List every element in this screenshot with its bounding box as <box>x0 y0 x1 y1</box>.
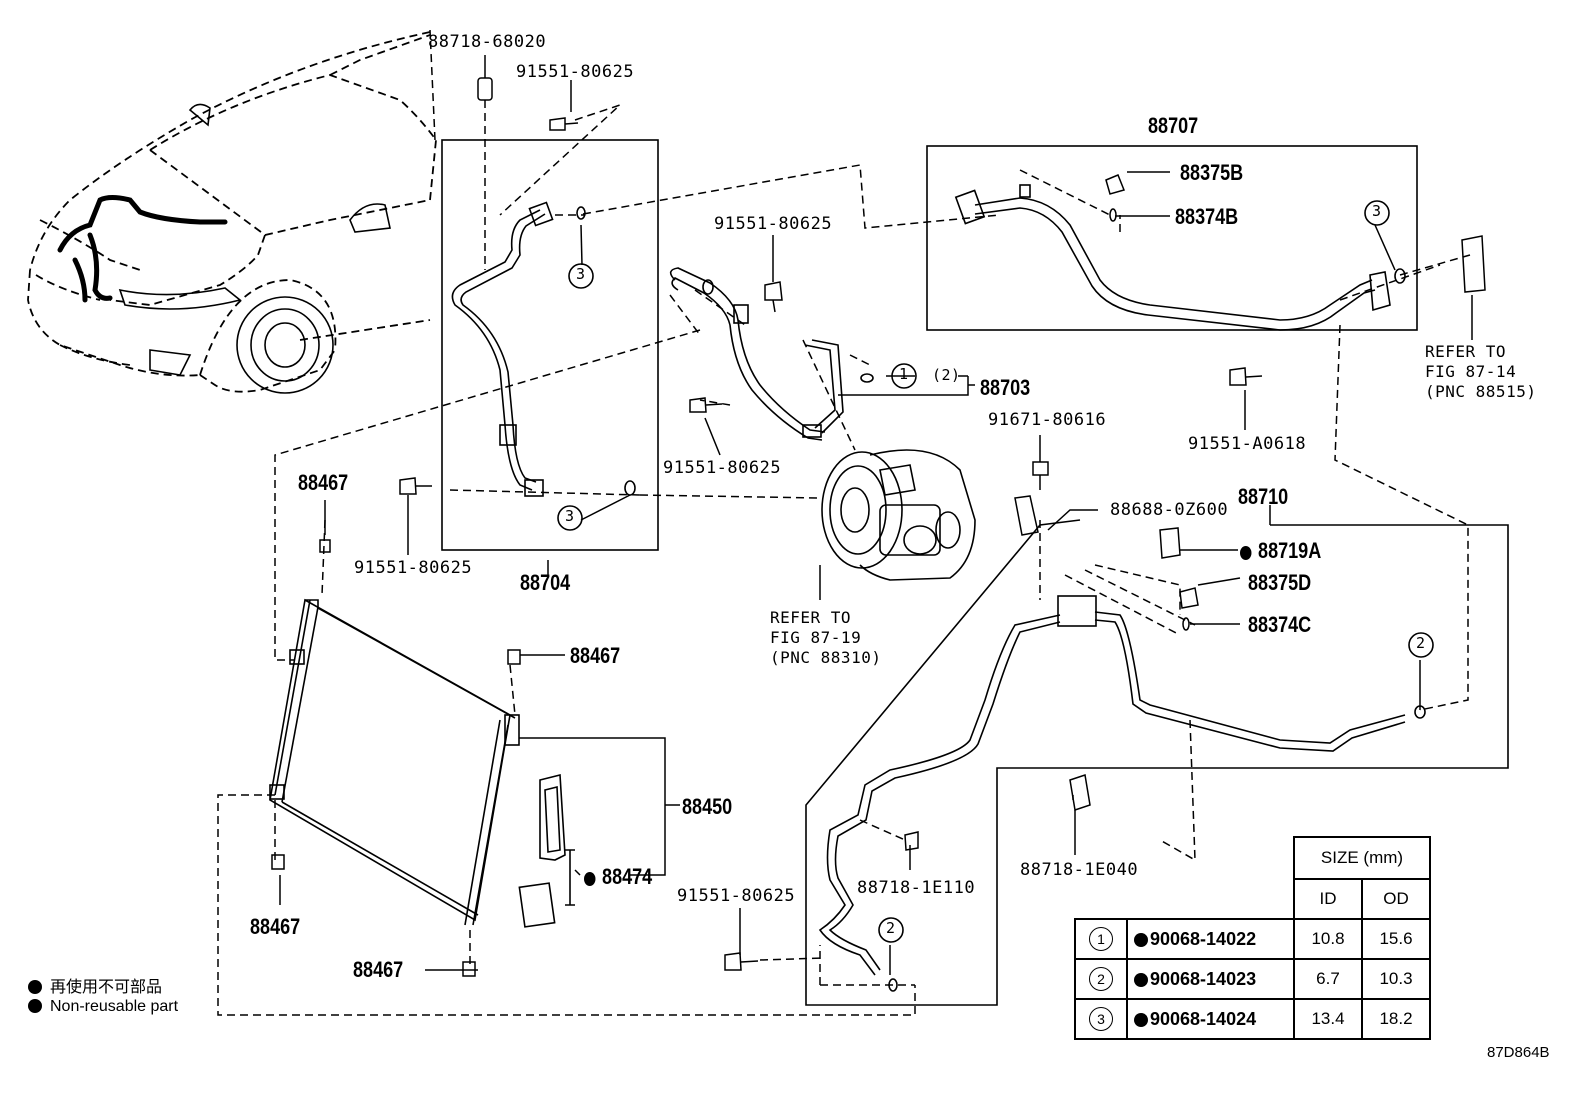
legend-ja: 再使用不可部品 <box>28 973 162 997</box>
row-part-number: 90068-14022 <box>1150 928 1257 949</box>
callout-circles <box>557 200 1434 943</box>
condenser-tank-88474 <box>518 773 575 928</box>
refer-fig-87-14-line2: FIG 87-14 <box>1425 362 1517 381</box>
pipe-88704 <box>451 201 636 497</box>
car-illustration <box>27 31 437 393</box>
label-88467-right[interactable]: 88467 <box>570 643 621 668</box>
row-part-number: 90068-14023 <box>1150 968 1257 989</box>
label-88703[interactable]: 88703 <box>980 375 1031 400</box>
non-reusable-dot <box>1240 546 1252 560</box>
row-id: 10.8 <box>1293 918 1363 960</box>
refer-fig-87-14[interactable]: REFER TO FIG 87-14 (PNC 88515) <box>1425 342 1536 402</box>
label-88375D[interactable]: 88375D <box>1248 570 1312 595</box>
car-front-details <box>118 103 391 394</box>
row-ref-circle: 2 <box>1089 967 1113 991</box>
pipe-88707 <box>954 184 1406 331</box>
solid-leaders <box>279 55 1473 975</box>
row-ref-circle: 3 <box>1089 1007 1113 1031</box>
row-ref-circle: 1 <box>1089 927 1113 951</box>
label-91551-80625-mid[interactable]: 91551-80625 <box>714 214 833 234</box>
row-part-number: 90068-14024 <box>1150 1008 1257 1029</box>
non-reusable-dot <box>1134 972 1148 987</box>
diagram-code: 87D864B <box>1487 1044 1550 1061</box>
label-91551-80625-lower[interactable]: 91551-80625 <box>663 458 782 478</box>
table-row: 2 90068-14023 6.7 10.3 <box>1074 958 1431 1000</box>
row-od: 10.3 <box>1361 958 1431 1000</box>
row-part[interactable]: 90068-14024 <box>1126 998 1295 1040</box>
non-reusable-dot <box>28 999 42 1013</box>
group-boxes <box>441 139 1509 1006</box>
assembly-leader-lines <box>217 29 1471 1016</box>
label-88710[interactable]: 88710 <box>1238 484 1289 509</box>
refer-fig-87-19-line3: (PNC 88310) <box>770 648 882 667</box>
label-91551-80625-top[interactable]: 91551-80625 <box>516 62 635 82</box>
label-91551-A0618[interactable]: 91551-A0618 <box>1188 434 1307 454</box>
label-88375B[interactable]: 88375B <box>1180 160 1244 185</box>
label-88474[interactable]: 88474 <box>584 864 652 890</box>
refer-fig-87-14-line1: REFER TO <box>1425 342 1507 361</box>
compressor <box>821 449 976 581</box>
label-88718-1E040[interactable]: 88718-1E040 <box>1020 860 1139 880</box>
callout-3-c: 3 <box>1372 202 1382 220</box>
refer-fig-87-19-line2: FIG 87-19 <box>770 628 862 647</box>
label-88450[interactable]: 88450 <box>682 794 733 819</box>
label-88374C[interactable]: 88374C <box>1248 612 1312 637</box>
row-part[interactable]: 90068-14022 <box>1126 918 1295 960</box>
hose-88703 <box>669 267 874 441</box>
callout-1: 1 <box>899 365 909 383</box>
non-reusable-dot <box>1134 1012 1148 1027</box>
fasteners <box>271 77 1486 977</box>
label-91551-80625-bottom[interactable]: 91551-80625 <box>677 886 796 906</box>
label-88707[interactable]: 88707 <box>1148 113 1199 138</box>
label-88474-text: 88474 <box>602 864 653 889</box>
car-ac-piping <box>57 195 228 303</box>
label-88467-top[interactable]: 88467 <box>298 470 349 495</box>
label-88719A[interactable]: 88719A <box>1240 538 1321 564</box>
row-ref: 2 <box>1074 958 1128 1000</box>
refer-fig-87-19-line1: REFER TO <box>770 608 852 627</box>
callout-3-a: 3 <box>576 265 586 283</box>
row-od: 15.6 <box>1361 918 1431 960</box>
non-reusable-dot <box>584 872 596 886</box>
label-88688-0Z600[interactable]: 88688-0Z600 <box>1110 500 1229 520</box>
legend-en: Non-reusable part <box>28 998 178 1016</box>
col-id-header: ID <box>1293 878 1363 920</box>
non-reusable-dot <box>1134 932 1148 947</box>
label-88374B[interactable]: 88374B <box>1175 204 1239 229</box>
label-88718-68020[interactable]: 88718-68020 <box>428 32 547 52</box>
row-part[interactable]: 90068-14023 <box>1126 958 1295 1000</box>
pipe-88710 <box>818 595 1426 992</box>
row-id: 13.4 <box>1293 998 1363 1040</box>
label-88467-left[interactable]: 88467 <box>250 914 301 939</box>
table-row: 3 90068-14024 13.4 18.2 <box>1074 998 1431 1040</box>
col-od-header: OD <box>1361 878 1431 920</box>
size-header: SIZE (mm) <box>1293 836 1431 880</box>
refer-fig-87-14-line3: (PNC 88515) <box>1425 382 1537 401</box>
refer-fig-87-19[interactable]: REFER TO FIG 87-19 (PNC 88310) <box>770 608 881 668</box>
row-od: 18.2 <box>1361 998 1431 1040</box>
label-88718-1E110[interactable]: 88718-1E110 <box>857 878 976 898</box>
oring-size-table: SIZE (mm) ID OD 1 90068-14022 10.8 15.6 … <box>1074 836 1431 1040</box>
callout-3-b: 3 <box>565 507 575 525</box>
non-reusable-dot <box>28 980 42 994</box>
legend-ja-text: 再使用不可部品 <box>50 979 163 996</box>
label-91551-80625-left[interactable]: 91551-80625 <box>354 558 473 578</box>
label-88704[interactable]: 88704 <box>520 570 571 595</box>
label-91671-80616[interactable]: 91671-80616 <box>988 410 1107 430</box>
table-row: 1 90068-14022 10.8 15.6 <box>1074 918 1431 960</box>
label-88467-bottom[interactable]: 88467 <box>353 957 404 982</box>
condenser-88450 <box>269 598 520 926</box>
row-ref: 3 <box>1074 998 1128 1040</box>
callout-2-a: 2 <box>1416 634 1426 652</box>
legend-en-text: Non-reusable part <box>50 998 179 1015</box>
callout-2-b: 2 <box>886 919 896 937</box>
callout-2-paren: (2) <box>932 366 961 384</box>
row-ref: 1 <box>1074 918 1128 960</box>
label-88719A-text: 88719A <box>1258 538 1322 563</box>
row-id: 6.7 <box>1293 958 1363 1000</box>
